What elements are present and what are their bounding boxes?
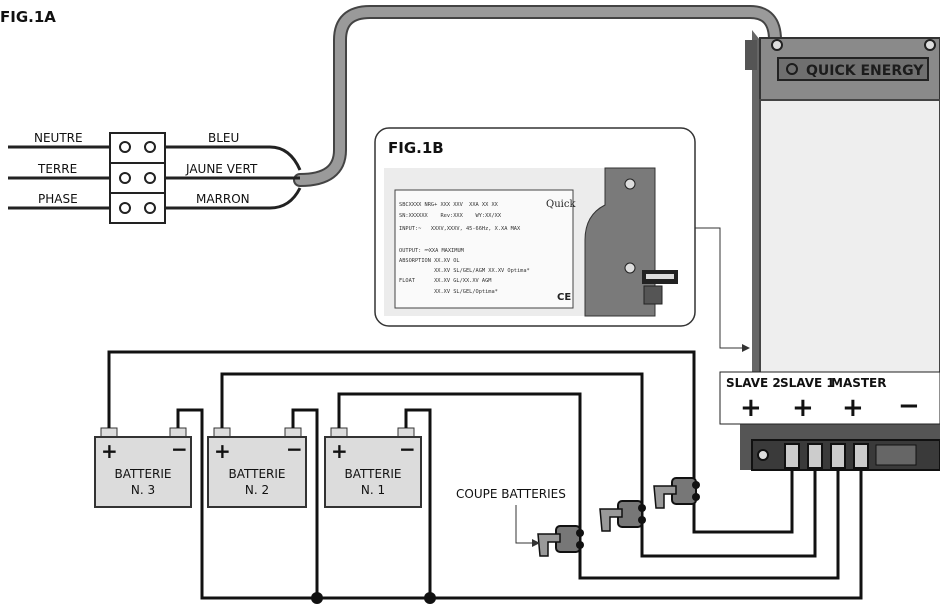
brand-logo: QUICK ENERGY <box>806 63 924 79</box>
battery-3-label-2: N. 3 <box>131 483 155 497</box>
label-marron: MARRON <box>196 192 250 206</box>
fig-1b-pointer <box>695 227 742 349</box>
rating-line-7: XX.XV SL/GEL/AGM XX.XV Optima* <box>399 268 530 274</box>
terminal-block <box>109 132 166 224</box>
rating-line-9: XX.XV SL/GEL/Optima* <box>399 289 498 295</box>
junction-2 <box>424 592 436 604</box>
label-jaune-vert: JAUNE VERT <box>185 162 258 176</box>
battery-3-plus: + <box>101 439 118 463</box>
rating-line-2: SN:XXXXXX Rev:XXX WY:XX/XX <box>399 213 502 219</box>
wire-batt3-plus <box>107 350 794 534</box>
output-label-box <box>719 371 940 425</box>
wire-batt1-plus <box>337 392 840 580</box>
battery-2-label-1: BATTERIE <box>229 467 286 481</box>
label-phase: PHASE <box>38 192 78 206</box>
rating-logo: Quick <box>546 199 576 210</box>
battery-switch-1 <box>537 525 584 557</box>
output-master-plus: + <box>842 393 864 423</box>
battery-switch-3 <box>653 477 700 509</box>
label-bleu: BLEU <box>208 131 239 145</box>
coupe-batteries-label: COUPE BATTERIES <box>456 487 566 501</box>
output-master-label: MASTER <box>831 376 887 390</box>
rating-line-1: SBCXXXX NRG+ XXX XXV XXA XX XX <box>399 202 499 208</box>
output-terminals <box>784 443 869 469</box>
battery-1-plus: + <box>331 439 348 463</box>
wire-batt2-minus <box>291 408 319 598</box>
battery-1-minus: − <box>399 437 416 461</box>
rating-line-5: OUTPUT: ⎓XXA MAXIMUM <box>399 248 464 254</box>
battery-2-minus: − <box>286 437 303 461</box>
fig-1a-title: FIG.1A <box>0 8 56 26</box>
junction-1 <box>311 592 323 604</box>
battery-2 <box>207 427 307 508</box>
battery-2-plus: + <box>214 439 231 463</box>
battery-3 <box>94 427 192 508</box>
rating-line-6: ABSORPTION XX.XV OL <box>399 258 460 264</box>
charger-side-detail <box>584 167 656 317</box>
wire-bleu <box>165 145 302 171</box>
wire-batt1-minus <box>404 408 432 598</box>
wire-batt2-plus <box>220 372 817 558</box>
battery-3-minus: − <box>171 437 188 461</box>
battery-1-label-1: BATTERIE <box>345 467 402 481</box>
wire-batt3-minus <box>176 408 863 600</box>
rating-label <box>394 189 574 309</box>
rating-line-3: INPUT:~ XXXV,XXXV, 45-66Hz, X.XA MAX <box>399 226 521 232</box>
label-terre: TERRE <box>37 162 77 176</box>
rating-line-8: FLOAT XX.XV GL/XX.XV AGM <box>399 278 491 284</box>
coupe-pointer <box>515 505 534 544</box>
battery-3-label-1: BATTERIE <box>115 467 172 481</box>
battery-2-label-2: N. 2 <box>245 483 269 497</box>
wire-marron <box>165 187 302 210</box>
battery-1 <box>324 427 422 508</box>
fig-1b-title: FIG.1B <box>388 139 444 157</box>
ce-mark: CE <box>557 292 571 303</box>
battery-switch-2 <box>599 500 646 532</box>
label-neutre: NEUTRE <box>34 131 83 145</box>
battery-1-label-2: N. 1 <box>361 483 385 497</box>
output-negative: − <box>898 391 920 421</box>
output-slave1-plus: + <box>792 393 814 423</box>
output-slave2-plus: + <box>740 393 762 423</box>
output-slave1-label: SLAVE 1 <box>780 376 835 390</box>
output-slave2-label: SLAVE 2 <box>726 376 781 390</box>
